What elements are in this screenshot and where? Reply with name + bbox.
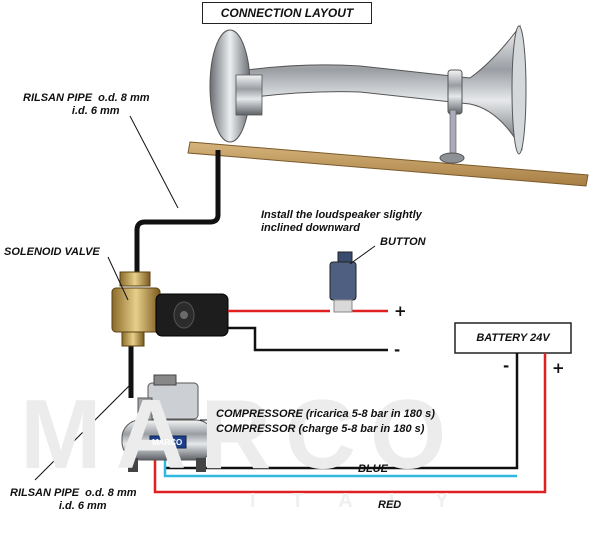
leader-solenoid	[107, 256, 129, 301]
minus-sign-solenoid-wire: -	[394, 341, 401, 359]
label-blue-wire: BLUE	[358, 463, 388, 475]
label-solenoid-valve: SOLENOID VALVE	[4, 246, 100, 258]
compressor-plate: MARCO	[152, 438, 183, 447]
label-button: BUTTON	[380, 236, 426, 248]
battery-plus-wire	[153, 353, 547, 494]
battery-minus-wire	[165, 353, 519, 470]
battery-minus-sign: -	[503, 357, 510, 375]
trumpet-horn	[209, 24, 527, 164]
plus-sign-button-wire: +	[394, 302, 407, 320]
label-compressor: COMPRESSOR (charge 5-8 bar in 180 s)	[216, 423, 425, 435]
leader-button	[349, 245, 376, 265]
title-box: CONNECTION LAYOUT	[202, 2, 372, 24]
solenoid-valve	[111, 271, 229, 347]
label-install-note: Install the loudspeaker slightly incline…	[261, 209, 422, 234]
wooden-plank	[187, 141, 589, 187]
label-red-wire: RED	[378, 499, 402, 511]
rilsan-pipe-top	[134, 150, 221, 272]
watermark-main: MARCO	[20, 379, 461, 489]
label-compressore: COMPRESSORE (ricarica 5-8 bar in 180 s)	[216, 408, 435, 420]
battery-label: BATTERY 24V	[476, 332, 550, 344]
compressor	[121, 374, 215, 472]
leader-rilsan-bottom	[34, 384, 131, 481]
black-wire-solenoid	[228, 326, 388, 352]
leader-rilsan-top	[129, 115, 179, 209]
battery-box: BATTERY 24V	[456, 324, 570, 352]
push-button	[329, 251, 357, 313]
watermark-sub: ITALY	[250, 490, 485, 512]
blue-wire	[163, 458, 517, 478]
label-rilsan-top: RILSAN PIPE o.d. 8 mm i.d. 6 mm	[23, 92, 150, 117]
label-rilsan-bottom: RILSAN PIPE o.d. 8 mm i.d. 6 mm	[10, 487, 137, 512]
battery-plus-sign: +	[552, 359, 565, 377]
page-title: CONNECTION LAYOUT	[220, 6, 354, 20]
